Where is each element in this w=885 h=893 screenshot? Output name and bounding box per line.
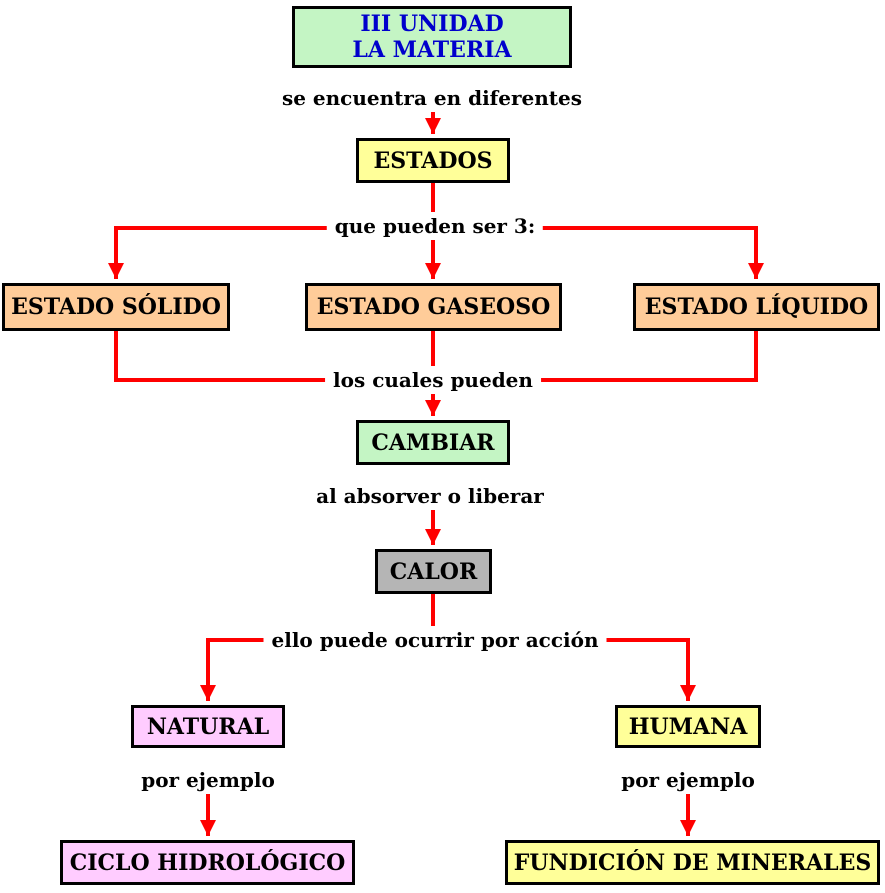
node-natural: NATURAL (131, 705, 285, 748)
node-estado-liquido: ESTADO LÍQUIDO (633, 283, 880, 331)
title-line-1: III UNIDAD (360, 11, 504, 38)
node-cambiar: CAMBIAR (356, 420, 510, 465)
connector-label-se-encuentra: se encuentra en diferentes (273, 84, 591, 112)
connector-label-ello-puede: ello puede ocurrir por acción (263, 626, 607, 654)
node-humana: HUMANA (615, 705, 761, 748)
node-fundicion-minerales: FUNDICIÓN DE MINERALES (505, 840, 880, 885)
node-estado-gaseoso: ESTADO GASEOSO (305, 283, 562, 331)
node-calor: CALOR (375, 549, 492, 594)
connector-label-al-absorver: al absorver o liberar (308, 482, 552, 510)
node-title-unidad: III UNIDAD LA MATERIA (292, 6, 572, 68)
node-estados: ESTADOS (356, 138, 510, 183)
connector-label-que-pueden: que pueden ser 3: (326, 212, 544, 240)
node-estado-solido: ESTADO SÓLIDO (2, 283, 230, 331)
title-line-2: LA MATERIA (352, 36, 512, 63)
connector-label-los-cuales: los cuales pueden (325, 366, 541, 394)
connector-label-por-ejemplo-left: por ejemplo (133, 766, 283, 794)
connector-label-por-ejemplo-right: por ejemplo (613, 766, 763, 794)
node-ciclo-hidrologico: CICLO HIDROLÓGICO (60, 840, 355, 885)
